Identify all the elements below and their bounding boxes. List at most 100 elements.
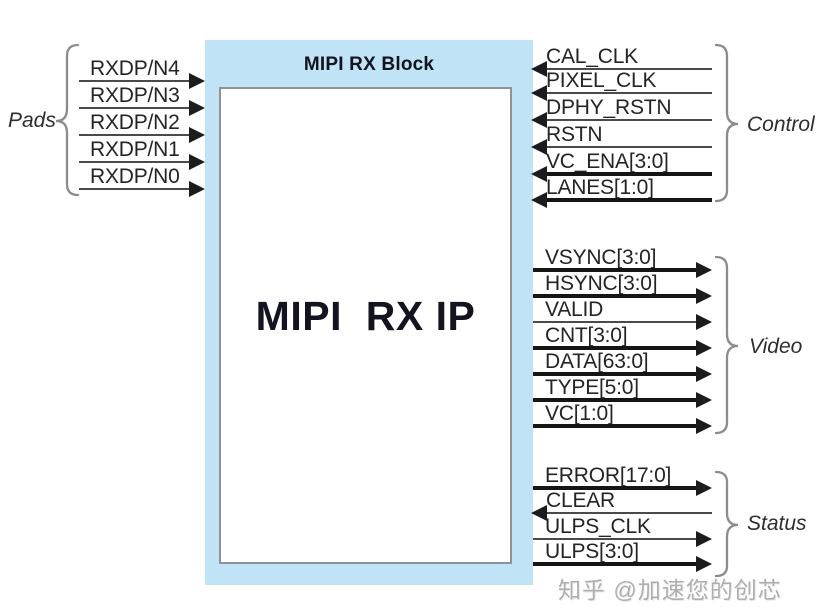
- control-brace: [714, 43, 739, 203]
- signal-line: [533, 424, 699, 428]
- arrow-left-icon: [531, 192, 547, 208]
- arrow-right-icon: [696, 531, 712, 547]
- signal-line: [544, 198, 712, 202]
- arrow-right-icon: [696, 392, 712, 408]
- signal-row: DATA[63:0]: [533, 346, 712, 382]
- arrow-right-icon: [696, 480, 712, 496]
- signal-label: RXDP/N4: [90, 57, 180, 80]
- signal-row: CAL_CLK: [531, 41, 712, 77]
- arrow-right-icon: [189, 154, 205, 170]
- signal-label: RXDP/N2: [90, 111, 180, 134]
- arrow-right-icon: [696, 314, 712, 330]
- signal-line: [533, 398, 699, 402]
- signal-row: CNT[3:0]: [533, 320, 712, 356]
- signal-row: HSYNC[3:0]: [533, 268, 712, 304]
- signal-row: RXDP/N0: [79, 161, 205, 197]
- arrow-left-icon: [531, 61, 547, 77]
- signal-line: [533, 372, 699, 376]
- block-ip-title: MIPI RX IP: [255, 293, 476, 339]
- signal-label: RXDP/N3: [90, 84, 180, 107]
- arrow-right-icon: [189, 73, 205, 89]
- zhihu-watermark: 知乎 @加速您的创芯: [558, 577, 782, 603]
- signal-row: ERROR[17:0]: [533, 460, 712, 496]
- signal-row: ULPS_CLK: [533, 511, 712, 547]
- signal-row: RXDP/N2: [79, 107, 205, 143]
- signal-label: RSTN: [546, 123, 603, 146]
- group-label-video: Video: [749, 335, 803, 358]
- signal-line: [533, 538, 699, 540]
- signal-row: ULPS[3:0]: [533, 536, 712, 572]
- signal-line: [533, 321, 699, 323]
- signal-line: [544, 119, 712, 121]
- signal-row: RXDP/N4: [79, 53, 205, 89]
- signal-label: CLEAR: [546, 489, 616, 512]
- signal-label: HSYNC[3:0]: [545, 272, 658, 295]
- signal-row: RXDP/N1: [79, 134, 205, 170]
- signal-row: LANES[1:0]: [531, 172, 712, 208]
- signal-label: ULPS_CLK: [545, 515, 651, 538]
- block-header-title: MIPI RX Block: [303, 54, 435, 75]
- signal-label: LANES[1:0]: [546, 176, 654, 199]
- signal-label: VSYNC[3:0]: [545, 246, 657, 269]
- signal-label: DATA[63:0]: [545, 350, 649, 373]
- signal-label: ULPS[3:0]: [545, 540, 639, 563]
- signal-row: VC_ENA[3:0]: [531, 146, 712, 182]
- signal-label: VC_ENA[3:0]: [546, 150, 669, 173]
- signal-line: [544, 146, 712, 148]
- arrow-right-icon: [696, 366, 712, 382]
- video-brace: [714, 255, 739, 435]
- signal-line: [79, 134, 192, 136]
- signal-label: PIXEL_CLK: [546, 69, 657, 92]
- signal-row: VSYNC[3:0]: [533, 242, 712, 278]
- signal-line: [79, 80, 192, 82]
- signal-line: [533, 562, 699, 566]
- signal-line: [533, 346, 699, 350]
- left-brace: [55, 43, 80, 197]
- signal-label: CAL_CLK: [546, 45, 638, 68]
- arrow-right-icon: [189, 127, 205, 143]
- mipi-rx-ip-box: [219, 87, 512, 564]
- signal-row: PIXEL_CLK: [531, 65, 712, 101]
- group-label-pads: Pads: [8, 109, 56, 132]
- signal-line: [79, 107, 192, 109]
- signal-row: RXDP/N3: [79, 80, 205, 116]
- status-brace: [714, 470, 739, 578]
- arrow-right-icon: [189, 100, 205, 116]
- signal-row: CLEAR: [531, 485, 712, 521]
- signal-line: [544, 92, 712, 94]
- signal-line: [544, 68, 712, 70]
- signal-line: [544, 172, 712, 176]
- arrow-right-icon: [189, 181, 205, 197]
- arrow-left-icon: [531, 166, 547, 182]
- signal-label: RXDP/N1: [90, 138, 180, 161]
- signal-line: [544, 512, 712, 514]
- signal-label: VALID: [545, 298, 604, 321]
- arrow-right-icon: [696, 288, 712, 304]
- group-label-control: Control: [747, 113, 815, 136]
- signal-line: [533, 486, 699, 490]
- arrow-left-icon: [531, 139, 547, 155]
- arrow-right-icon: [696, 262, 712, 278]
- signal-label: RXDP/N0: [90, 165, 180, 188]
- arrow-left-icon: [531, 505, 547, 521]
- signal-label: VC[1:0]: [545, 402, 614, 425]
- group-label-status: Status: [747, 512, 807, 535]
- signal-line: [533, 294, 699, 298]
- signal-row: VALID: [533, 294, 712, 330]
- signal-label: CNT[3:0]: [545, 324, 628, 347]
- arrow-left-icon: [531, 112, 547, 128]
- signal-label: DPHY_RSTN: [546, 96, 672, 119]
- signal-line: [79, 188, 192, 190]
- signal-row: RSTN: [531, 119, 712, 155]
- arrow-right-icon: [696, 556, 712, 572]
- signal-line: [79, 161, 192, 163]
- signal-row: TYPE[5:0]: [533, 372, 712, 408]
- signal-line: [533, 268, 699, 272]
- signal-row: VC[1:0]: [533, 398, 712, 434]
- signal-row: DPHY_RSTN: [531, 92, 712, 128]
- arrow-right-icon: [696, 340, 712, 356]
- arrow-right-icon: [696, 418, 712, 434]
- signal-label: TYPE[5:0]: [545, 376, 639, 399]
- signal-label: ERROR[17:0]: [545, 464, 672, 487]
